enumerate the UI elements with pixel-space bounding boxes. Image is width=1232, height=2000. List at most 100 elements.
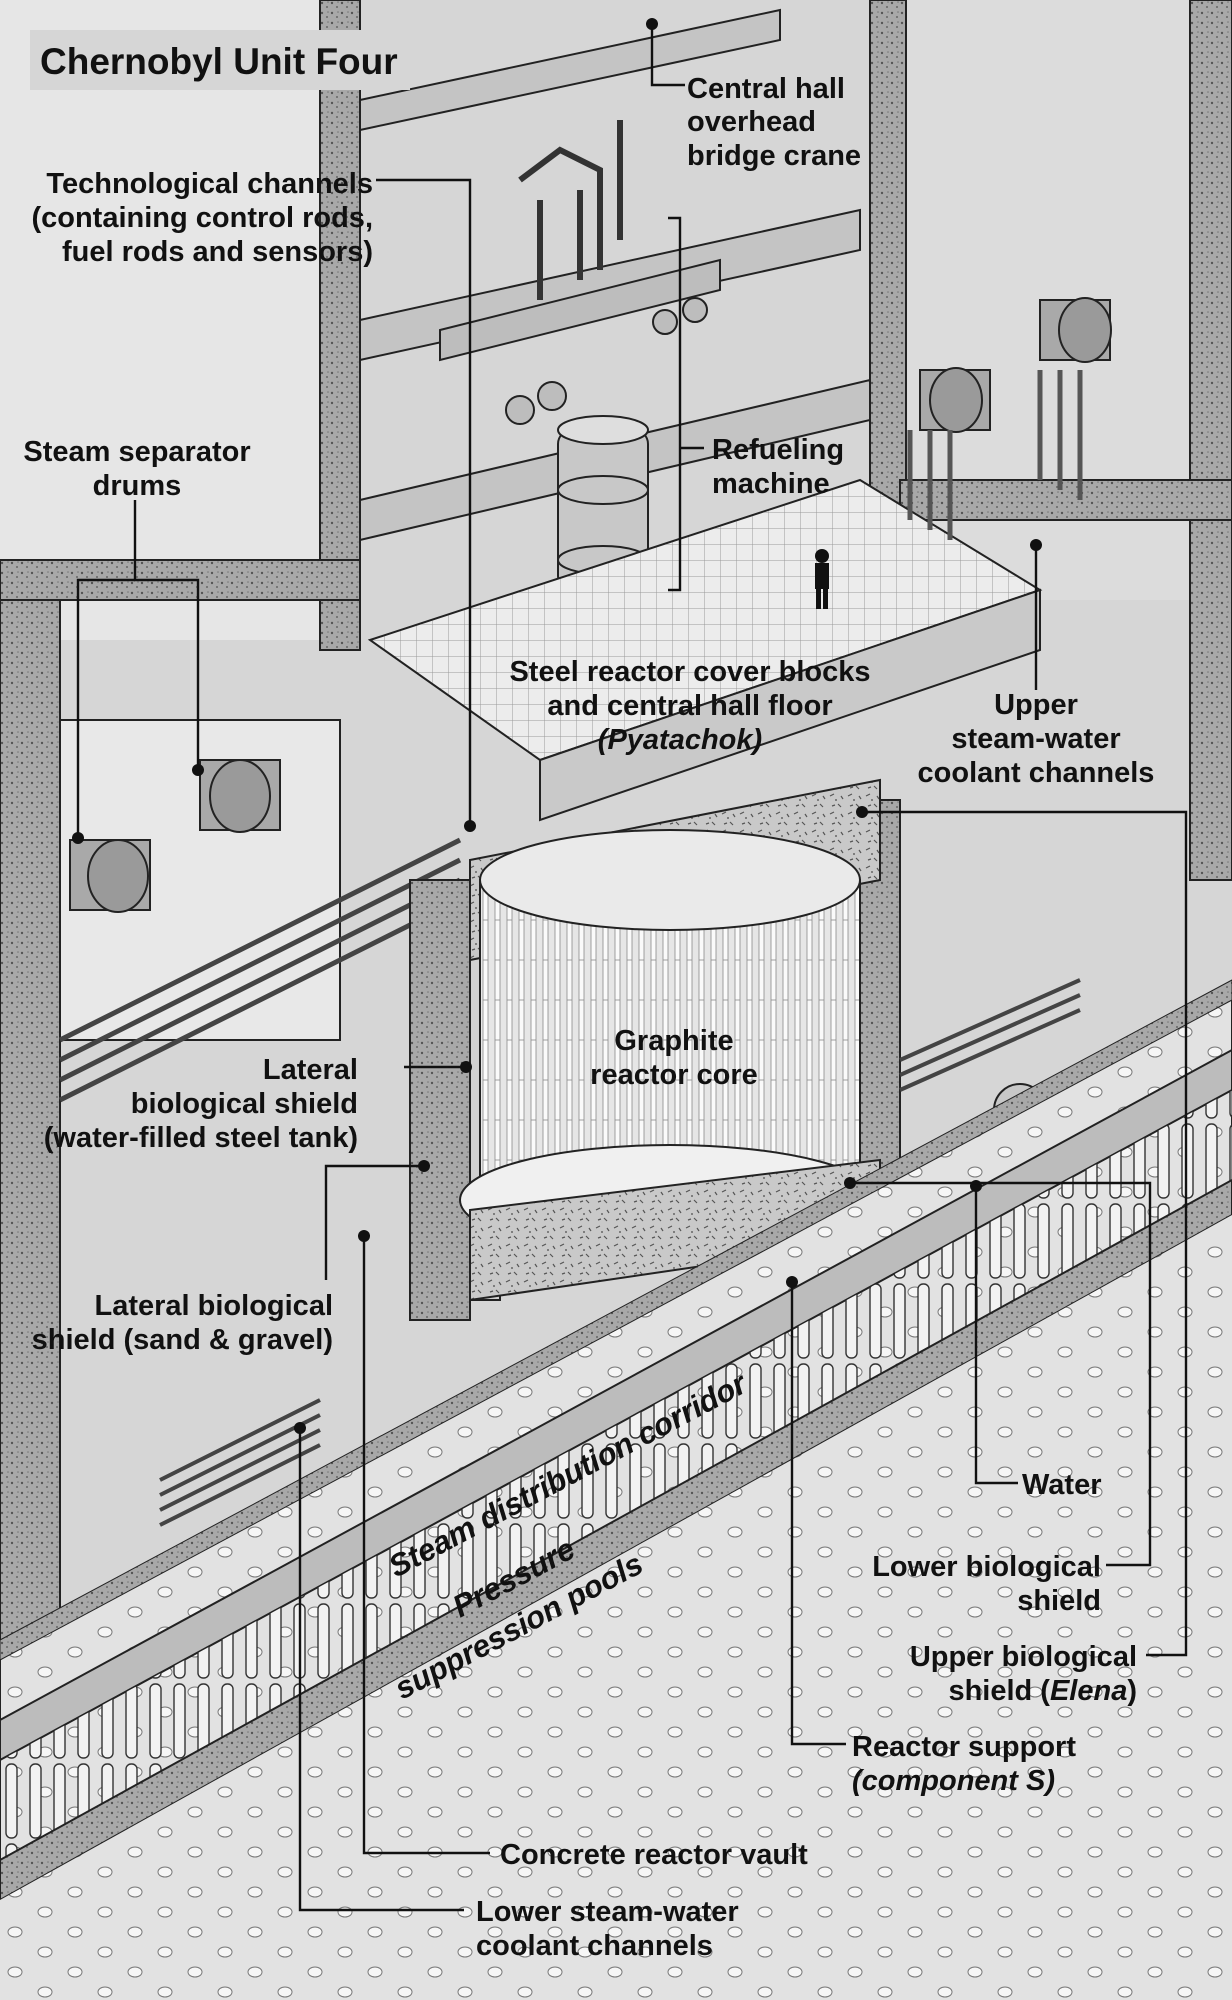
pool-wall xyxy=(0,1178,1232,1902)
pool-channel-top xyxy=(0,1048,1232,1762)
core-top xyxy=(479,829,861,931)
steam-pipes-right xyxy=(907,370,1083,540)
leader-separator-b xyxy=(76,578,135,838)
upper-coolant-line-3: coolant channels xyxy=(918,757,1155,789)
left-concrete-wall xyxy=(319,0,361,651)
lateral-water-line-1: Lateral xyxy=(263,1054,358,1086)
leader-dot-vault xyxy=(358,1230,370,1242)
tech-label-line-3: fuel rods and sensors) xyxy=(62,236,373,268)
leader-tech-channels xyxy=(376,178,472,826)
crane-label-line-2: overhead xyxy=(687,106,816,138)
upper-shield-line-2c: ) xyxy=(1127,1675,1137,1707)
label-refueling-machine: Refueling machine xyxy=(712,434,844,500)
title-backing xyxy=(30,30,410,90)
lateral-sand-line-2: shield (sand & gravel) xyxy=(32,1324,333,1356)
lateral-sand-line-1: Lateral biological xyxy=(95,1290,334,1322)
leader-upper-shield xyxy=(862,810,1188,1657)
floor-edge xyxy=(539,588,1041,822)
leader-dot-lower-shield xyxy=(844,1177,856,1189)
leader-lower-coolant xyxy=(298,1428,464,1912)
lower-shield-line-1: Lower biological xyxy=(872,1551,1101,1583)
leader-lines xyxy=(72,18,1188,1912)
crane-wheel-1 xyxy=(505,395,535,425)
leader-vault xyxy=(362,1236,490,1855)
upper-shield-italic: Elena xyxy=(1050,1675,1127,1707)
leader-dot-sep-1 xyxy=(72,832,84,844)
label-upper-biological-shield: Upper biological shield (Elena) xyxy=(910,1641,1137,1707)
lower-coolant-pipes-left xyxy=(159,1398,321,1527)
label-steam-separator-drums: Steam separator drums xyxy=(23,436,250,502)
support-label-italic: (component S) xyxy=(852,1765,1055,1797)
refueling-machine-top xyxy=(557,415,649,445)
crane-wheel-4 xyxy=(682,297,708,323)
crane-rail-top xyxy=(359,8,781,132)
lower-coolant-pipes-right xyxy=(899,978,1081,1092)
crane-wheel-3 xyxy=(652,309,678,335)
corridor-wall xyxy=(0,979,1232,1661)
tech-label-line-2: (containing control rods, xyxy=(31,202,373,234)
upper-shield-line-1: Upper biological xyxy=(910,1641,1137,1673)
core-label-line-1: Graphite xyxy=(614,1025,733,1057)
page-title: Chernobyl Unit Four xyxy=(40,41,398,82)
leader-dot-lateral-water xyxy=(460,1061,472,1073)
cover-label-line-1: Steel reactor cover blocks xyxy=(509,656,870,688)
human-figure xyxy=(815,549,829,609)
refueling-machine-ring xyxy=(557,475,649,505)
lower-ground xyxy=(0,1215,1232,2000)
leader-dot-upper-shield xyxy=(856,806,868,818)
lower-coolant-line-2: coolant channels xyxy=(476,1930,713,1962)
water-label: Water xyxy=(1022,1469,1102,1501)
vault-label: Concrete reactor vault xyxy=(500,1839,808,1871)
steam-separator-drum-2 xyxy=(199,759,281,833)
separator-label-line-2: drums xyxy=(93,470,182,502)
steam-pipes-left xyxy=(58,837,462,1103)
leader-water xyxy=(974,1186,1018,1485)
leader-lower-shield xyxy=(850,1181,1152,1567)
crane-framework xyxy=(518,120,623,300)
label-lower-coolant-channels: Lower steam-water coolant channels xyxy=(476,1896,739,1962)
cover-label-italic: (Pyatachok) xyxy=(598,724,762,756)
leader-support xyxy=(790,1282,846,1746)
label-central-hall-crane: Central hall overhead bridge crane xyxy=(687,73,861,172)
leader-refueling-bracket xyxy=(668,216,682,592)
pressure-suppression-pools xyxy=(0,1089,1232,1861)
support-label-line-1: Reactor support xyxy=(852,1731,1076,1763)
separator-label-line-1: Steam separator xyxy=(23,436,250,468)
steam-separator-drum-1 xyxy=(69,839,151,913)
lateral-water-line-3: (water-filled steel tank) xyxy=(44,1122,358,1154)
label-lateral-biological-shield-water: Lateral biological shield (water-filled … xyxy=(44,1054,358,1154)
leader-dot-sep-2 xyxy=(192,764,204,776)
crane-label-line-1: Central hall xyxy=(687,73,845,105)
label-steel-reactor-cover: Steel reactor cover blocks and central h… xyxy=(509,656,870,756)
upper-shield-line-2a: shield ( xyxy=(948,1675,1050,1707)
label-reactor-support: Reactor support (component S) xyxy=(852,1731,1076,1797)
label-upper-coolant-channels: Upper steam-water coolant channels xyxy=(918,689,1155,789)
leader-crane xyxy=(650,20,685,87)
steam-separator-drum-4 xyxy=(1039,297,1112,363)
label-lateral-biological-shield-sand: Lateral biological shield (sand & gravel… xyxy=(32,1290,333,1356)
upper-coolant-line-2: steam-water xyxy=(951,723,1120,755)
leader-separator-a xyxy=(133,500,200,770)
crane-trolley xyxy=(439,258,721,362)
right-floor-slab xyxy=(899,479,1232,521)
upper-shield-line-2: shield (Elena) xyxy=(948,1675,1137,1707)
leader-dot-upper-coolant xyxy=(1030,539,1042,551)
refueling-label-line-1: Refueling xyxy=(712,434,844,466)
far-right-wall xyxy=(1189,0,1232,881)
lateral-water-line-2: biological shield xyxy=(131,1088,358,1120)
lower-shield-line-2: shield xyxy=(1017,1585,1101,1617)
lateral-biological-shield-sand xyxy=(409,879,471,1321)
upper-coolant-line-1: Upper xyxy=(994,689,1078,721)
lower-coolant-line-1: Lower steam-water xyxy=(476,1896,739,1928)
tech-label-line-1: Technological channels xyxy=(46,168,373,200)
cover-label-line-2: and central hall floor xyxy=(547,690,832,722)
label-technological-channels: Technological channels (containing contr… xyxy=(31,168,373,268)
leader-dot-lower-coolant xyxy=(294,1422,306,1434)
label-graphite-core: Graphite reactor core xyxy=(590,1025,758,1091)
leader-lateral-sand xyxy=(324,1164,420,1280)
label-lower-biological-shield: Lower biological shield xyxy=(872,1551,1101,1617)
core-label-line-2: reactor core xyxy=(590,1059,758,1091)
crane-label-line-3: bridge crane xyxy=(687,140,861,172)
